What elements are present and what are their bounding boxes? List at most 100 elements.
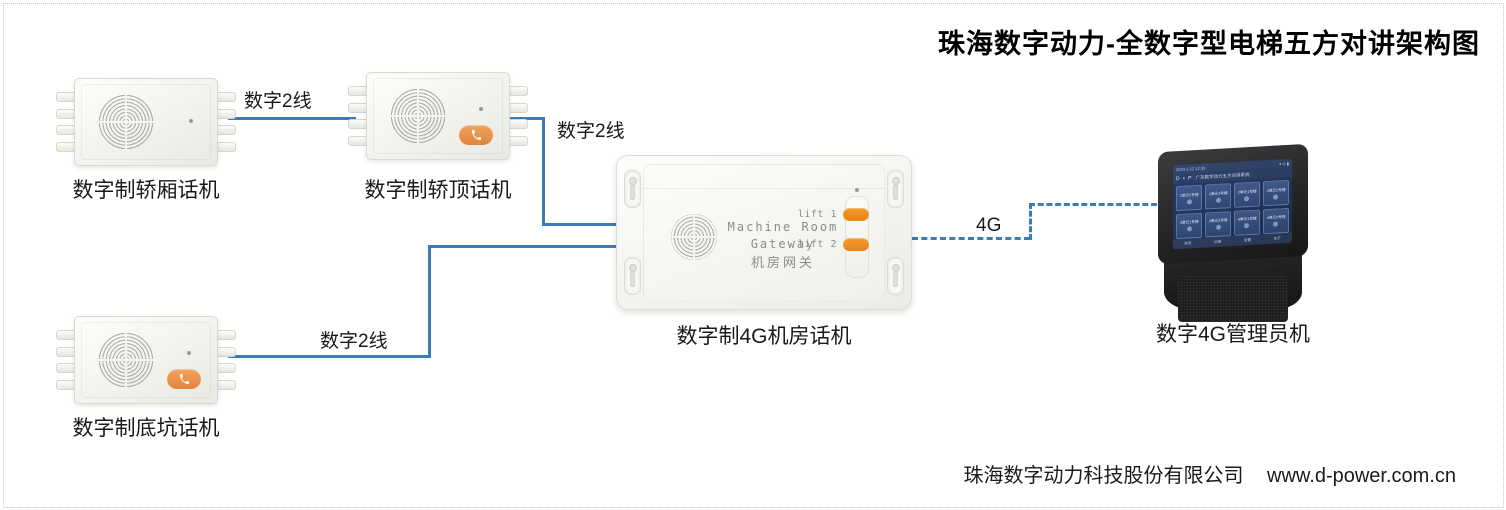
connector-tab	[348, 135, 368, 146]
screen-footer-item[interactable]: 首页	[1184, 240, 1192, 246]
device-gateway[interactable]: Machine Room Gateway 机房网关 lift 1 lift 2	[616, 155, 912, 310]
screen-tile-grid: 1单元2号楼 1单元3号楼 2单元1号楼 2单元2号楼 3单元1号楼	[1176, 179, 1289, 240]
status-led-icon	[189, 119, 193, 123]
device-pit-phone[interactable]	[56, 316, 236, 404]
screen-footer-item[interactable]: 关于	[1273, 235, 1281, 241]
connector-tab	[348, 119, 368, 130]
footer-company: 珠海数字动力科技股份有限公司	[963, 465, 1244, 487]
connector-tab	[56, 92, 76, 102]
call-icon	[1186, 198, 1192, 205]
mounting-slot-icon	[624, 257, 641, 295]
call-icon	[1244, 195, 1250, 201]
caption-car-top-phone: 数字制轿顶话机	[364, 179, 512, 202]
screen-tile-label: 1单元2号楼	[1179, 191, 1199, 198]
connector-gateway-to-manager-seg1	[912, 237, 1030, 240]
lift-1-row[interactable]: lift 1	[798, 208, 869, 221]
connector-tab	[216, 379, 236, 390]
lift-2-row[interactable]: lift 2	[798, 238, 869, 251]
call-button[interactable]	[167, 369, 201, 389]
connector-tab	[508, 86, 528, 96]
caption-car-phone: 数字制轿厢话机	[72, 179, 220, 202]
connector-label-cartop-to-gateway: 数字2线	[553, 116, 629, 143]
status-led-icon	[479, 107, 483, 111]
screen-tile-label: 2单元1号楼	[1237, 188, 1257, 195]
gateway-brand-cn: 机房网关	[750, 254, 815, 270]
footer: 珠海数字动力科技股份有限公司 www.d-power.com.cn	[963, 459, 1456, 488]
car-top-phone-faceplate	[373, 78, 503, 154]
call-button[interactable]	[459, 125, 493, 145]
screen-tile[interactable]: 3单元2号楼	[1204, 210, 1232, 238]
lift-2-label: lift 2	[797, 239, 837, 250]
screen-header-title: 广东数字动力五方对讲系统	[1195, 171, 1250, 180]
screen-tile[interactable]: 3单元1号楼	[1176, 212, 1203, 240]
phone-handset-icon	[179, 373, 189, 384]
screen-tile[interactable]: 4单元1号楼	[1233, 209, 1261, 236]
connector-tab	[508, 135, 528, 146]
screen-tile[interactable]: 1单元3号楼	[1204, 183, 1232, 210]
connector-cartop-to-gateway-seg1	[510, 117, 545, 120]
screen-logo: D ▪ P	[1176, 174, 1193, 182]
call-icon	[1186, 226, 1192, 232]
gateway-housing: Machine Room Gateway 机房网关 lift 1 lift 2	[616, 155, 912, 310]
phone-handset-icon	[471, 129, 481, 140]
connector-cartop-to-gateway-seg2	[542, 117, 545, 225]
connector-tab	[348, 102, 368, 113]
connector-tab	[348, 86, 368, 96]
connector-tab	[56, 125, 76, 136]
connector-tab	[56, 379, 76, 390]
connector-cartop-to-gateway-seg3	[542, 223, 627, 226]
screen-status-time: 2024-2-22 12:30	[1176, 165, 1206, 172]
caption-manager-terminal: 数字4G管理员机	[1155, 323, 1310, 346]
speaker-grille-icon	[671, 214, 717, 260]
device-manager-terminal[interactable]: 2024-2-22 12:30 ▾ ⊙ ▮ D ▪ P 广东数字动力五方对讲系统…	[1158, 143, 1308, 322]
terminal-screen[interactable]: 2024-2-22 12:30 ▾ ⊙ ▮ D ▪ P 广东数字动力五方对讲系统…	[1173, 158, 1292, 250]
connector-tab	[56, 330, 76, 340]
gateway-seam	[643, 188, 885, 189]
call-icon	[1273, 221, 1279, 228]
mounting-slot-icon	[887, 170, 904, 208]
car-phone-right-connectors	[216, 92, 236, 152]
call-icon	[1215, 197, 1221, 203]
gateway-brand-en: Machine Room Gateway	[727, 220, 839, 252]
screen-tile-label: 3单元1号楼	[1179, 219, 1199, 226]
screen-footer-item[interactable]: 记录	[1214, 239, 1222, 244]
connector-label-pit-to-gateway: 数字2线	[316, 326, 392, 353]
call-icon	[1244, 223, 1250, 229]
speaker-grille-icon	[389, 87, 447, 145]
connector-tab	[216, 125, 236, 136]
pit-phone-faceplate	[81, 322, 211, 398]
lift-2-button[interactable]	[843, 238, 869, 251]
connector-label-car-to-cartop: 数字2线	[240, 86, 316, 113]
speaker-grille-icon	[97, 93, 155, 151]
screen-footer-item[interactable]: 设置	[1243, 237, 1251, 242]
mounting-slot-icon	[624, 170, 641, 208]
screen-tile[interactable]: 2单元1号楼	[1233, 181, 1261, 209]
connector-pit-to-gateway-seg3	[428, 245, 628, 248]
connector-tab	[56, 141, 76, 152]
device-car-phone[interactable]	[56, 78, 236, 166]
connector-tab	[56, 346, 76, 357]
status-led-icon	[187, 351, 191, 355]
connector-tab	[216, 363, 236, 374]
device-car-top-phone[interactable]	[348, 72, 528, 160]
gateway-branding: Machine Room Gateway 机房网关	[725, 219, 841, 273]
connector-tab	[216, 346, 236, 357]
screen-tile[interactable]: 2单元2号楼	[1262, 179, 1289, 207]
connector-pit-to-gateway-seg2	[428, 245, 431, 358]
lift-1-button[interactable]	[843, 208, 869, 221]
screen-tile[interactable]: 1单元2号楼	[1176, 184, 1203, 212]
connector-tab	[508, 119, 528, 130]
pit-phone-housing	[74, 316, 218, 404]
screen-tile-label: 3单元2号楼	[1208, 217, 1228, 224]
connector-gateway-to-manager-seg3	[1029, 203, 1157, 206]
connector-tab	[508, 102, 528, 113]
call-icon	[1273, 194, 1279, 200]
car-top-phone-right-connectors	[508, 86, 528, 146]
lift-1-label: lift 1	[797, 209, 837, 220]
screen-status-icons: ▾ ⊙ ▮	[1279, 160, 1289, 166]
footer-url: www.d-power.com.cn	[1267, 465, 1456, 487]
mounting-slot-icon	[887, 257, 904, 295]
caption-gateway: 数字制4G机房话机	[676, 325, 852, 348]
screen-tile[interactable]: 4单元2号楼	[1262, 207, 1289, 235]
